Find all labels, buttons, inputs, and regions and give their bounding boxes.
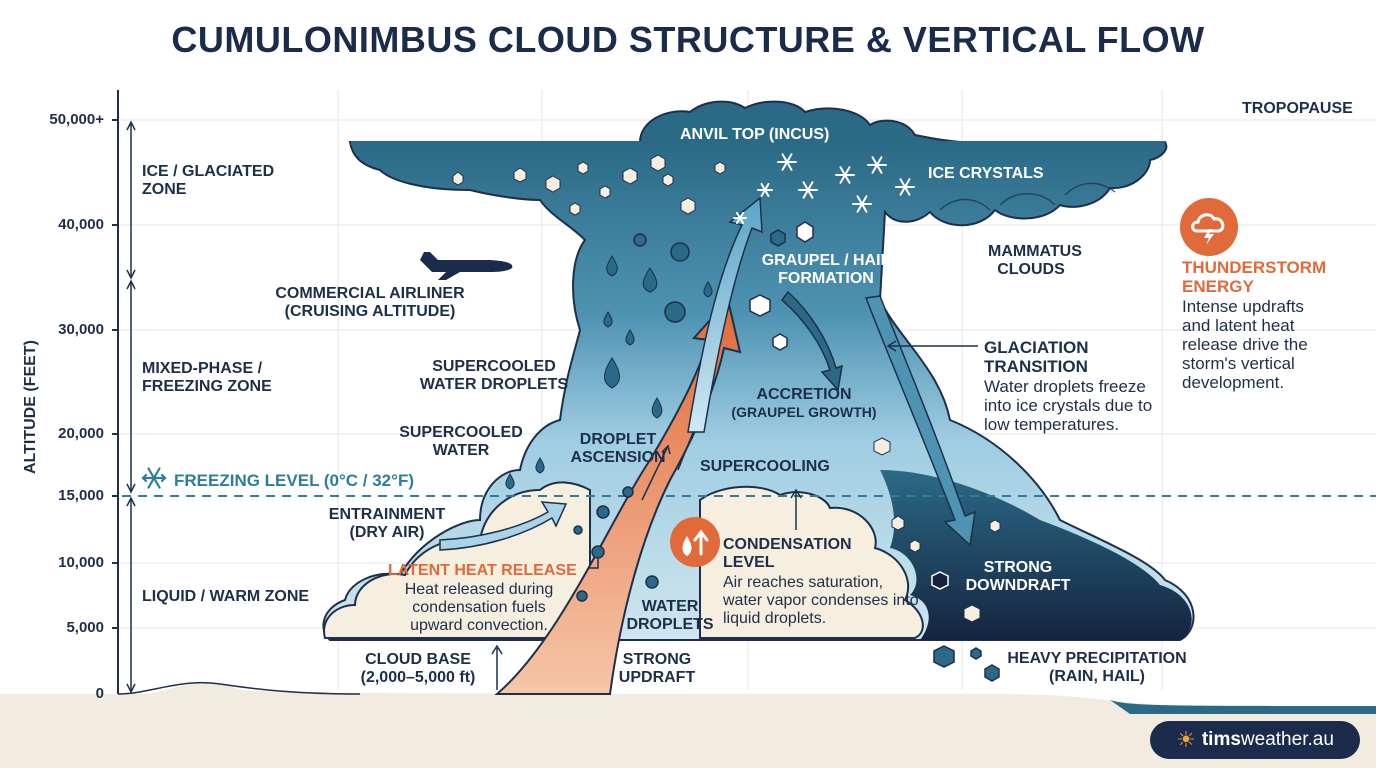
water-drops (505, 255, 713, 490)
tick-label: 20,000 (58, 425, 104, 442)
zone-label-ice: ICE / GLACIATED ZONE (142, 163, 275, 198)
glaciation-title: GLACIATION TRANSITION (984, 338, 1089, 377)
thunderstorm-title: THUNDERSTORM ENERGY (1182, 258, 1327, 297)
page-title: CUMULONIMBUS CLOUD STRUCTURE & VERTICAL … (171, 19, 1205, 60)
brand-part2: weather.au (1240, 729, 1334, 750)
tick-label: 10,000 (58, 554, 104, 571)
supercooled-droplets-label: SUPERCOOLED WATER DROPLETS (419, 358, 569, 393)
latent-heat-title: LATENT HEAT RELEASE (388, 562, 577, 579)
condensation-cloud (699, 485, 924, 639)
tick-label: 15,000 (58, 487, 104, 504)
ground (0, 682, 1376, 768)
latent-heat-desc: Heat released during condensation fuels … (404, 581, 554, 634)
ice-crystals-label: ICE CRYSTALS (928, 165, 1044, 182)
anvil-top-label: ANVIL TOP (INCUS) (680, 126, 830, 143)
water-droplets-label: WATER DROPLETS (626, 598, 714, 633)
accretion-label: ACCRETION (GRAUPEL GROWTH) (728, 386, 880, 422)
thunderstorm-glyph (1191, 213, 1225, 245)
snowflake-icon (141, 467, 167, 489)
tropopause-label: TROPOPAUSE (1242, 100, 1353, 117)
ice-particles (452, 154, 1001, 623)
strong-updraft-label: STRONG UPDRAFT (618, 651, 696, 686)
graupel-label: GRAUPEL / HAIL FORMATION (761, 252, 891, 287)
mammatus-label: MAMMATUS CLOUDS (988, 243, 1082, 278)
strong-downdraft-label: STRONG DOWNDRAFT (965, 559, 1071, 594)
ground-water (1110, 700, 1376, 714)
glaciation-desc: Water droplets freeze into ice crystals … (984, 377, 1153, 435)
thunderstorm-icon (1180, 198, 1238, 256)
anvil-band (351, 141, 1165, 145)
brand-badge[interactable]: ☀ tims weather.au (1150, 721, 1360, 759)
airliner-label: COMMERCIAL AIRLINER (CRUISING ALTITUDE) (275, 285, 465, 320)
airplane-icon (420, 252, 513, 280)
thunderstorm-desc: Intense updrafts and latent heat release… (1182, 297, 1308, 393)
tick-label: 40,000 (58, 216, 104, 233)
cloud-base-label: CLOUD BASE (2,000–5,000 ft) (360, 651, 476, 686)
graupel-arrow (780, 290, 843, 392)
snowflake-cluster (733, 153, 915, 224)
mammatus-scallops (939, 182, 1116, 211)
supercooled-water-label: SUPERCOOLED WATER (399, 424, 523, 459)
entrainment-arrow (439, 501, 568, 551)
accretion-title: ACCRETION (756, 386, 852, 403)
tick-label: 30,000 (58, 321, 104, 338)
freezing-level-label: FREEZING LEVEL (0°C / 32°F) (174, 471, 414, 490)
water-drop-icon (670, 517, 720, 567)
droplet-ascension-label: DROPLET ASCENSION (570, 431, 666, 466)
tick-label: 50,000+ (49, 111, 104, 128)
zone-label-liquid: LIQUID / WARM ZONE (142, 588, 310, 605)
condensation-desc: Air reaches saturation, water vapor cond… (723, 574, 919, 627)
tick-label: 5,000 (66, 619, 104, 636)
brand-part1: tims (1201, 729, 1241, 750)
zone-label-mixed: MIXED-PHASE / FREEZING ZONE (142, 360, 272, 395)
downdraft-arrow (864, 295, 976, 547)
heavy-precip-label: HEAVY PRECIPITATION (RAIN, HAIL) (1007, 650, 1187, 685)
supercooling-label: SUPERCOOLING (700, 458, 830, 475)
entrainment-label: ENTRAINMENT (DRY AIR) (328, 506, 446, 541)
ascension-arrow (687, 196, 763, 433)
dark-hail (573, 221, 1000, 682)
tick-label: 0 (95, 685, 104, 702)
axis-title: ALTITUDE (FEET) (22, 340, 39, 474)
accretion-subtitle: (GRAUPEL GROWTH) (731, 403, 877, 420)
sun-icon: ☀ (1176, 727, 1196, 752)
altitude-axis (112, 90, 136, 694)
condensation-title: CONDENSATION LEVEL (723, 536, 852, 571)
